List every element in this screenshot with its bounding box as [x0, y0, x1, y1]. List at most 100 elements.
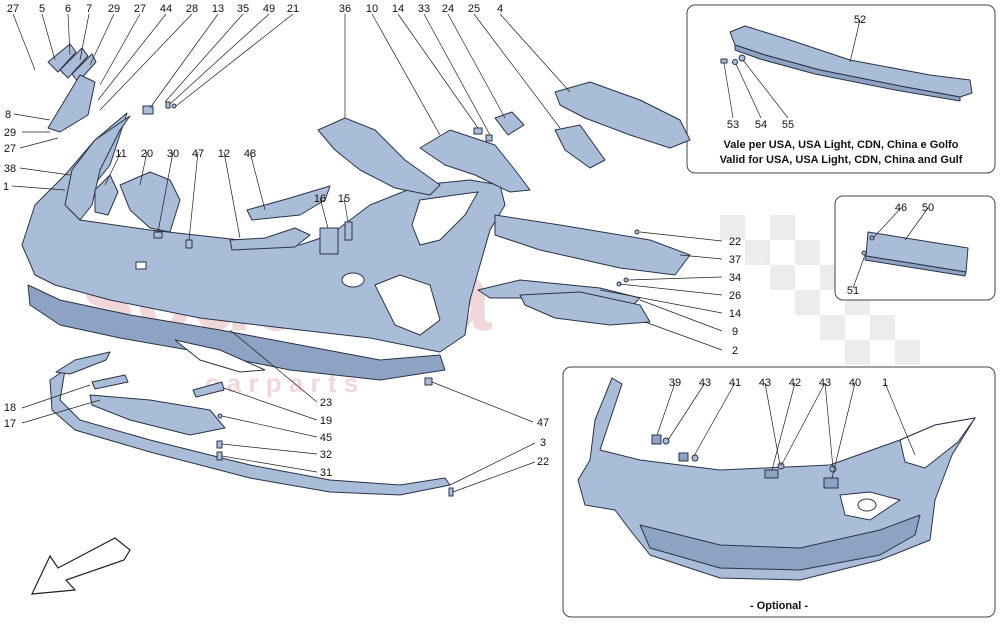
callout-42: 42	[789, 377, 801, 389]
callout-9: 9	[732, 326, 738, 338]
part-53-screw	[720, 58, 728, 64]
callout-33: 33	[418, 3, 430, 15]
part-55-nut	[738, 54, 746, 62]
optional-bumper-body	[577, 377, 976, 581]
callout-2: 2	[732, 345, 738, 357]
plate-panel	[834, 195, 996, 301]
part-46-screw	[869, 235, 875, 241]
part-10-radiator-frame	[419, 129, 531, 193]
callout-20: 20	[141, 148, 153, 160]
callout-10: 10	[366, 3, 378, 15]
callout-40: 40	[849, 377, 861, 389]
part-33-clip	[485, 134, 493, 142]
callout-49: 49	[263, 3, 275, 15]
part-43-nut-a	[662, 437, 670, 445]
callout-23: 23	[320, 397, 332, 409]
callout-30: 30	[167, 148, 179, 160]
usa-variant-panel: Vale per USA, USA Light, CDN, China e Go…	[686, 4, 996, 174]
callout-53: 53	[727, 119, 739, 131]
part-13-clip	[142, 105, 154, 115]
part-12-bracket	[229, 227, 311, 251]
callout-41: 41	[729, 377, 741, 389]
callout-50: 50	[922, 202, 934, 214]
part-30-clip	[153, 231, 163, 239]
callout-27: 27	[7, 3, 19, 15]
callout-36: 36	[339, 3, 351, 15]
optional-fog-lamp	[857, 498, 877, 512]
part-18-trim	[55, 351, 111, 375]
callout-37: 37	[729, 254, 741, 266]
callout-27b: 27	[134, 3, 146, 15]
part-20-duct	[119, 171, 181, 233]
part-39-bracket	[651, 434, 662, 445]
part-19-bracket	[192, 381, 225, 398]
callout-14b: 14	[729, 308, 741, 320]
arrow-down-left-icon	[31, 537, 131, 595]
callout-1b: 1	[882, 377, 888, 389]
callout-38: 38	[4, 163, 16, 175]
callout-1: 1	[3, 181, 9, 193]
part-24-bracket	[494, 111, 525, 136]
callout-13: 13	[212, 3, 224, 15]
callout-44: 44	[160, 3, 172, 15]
part-50-plate-edge	[864, 255, 967, 277]
callout-25: 25	[468, 3, 480, 15]
callout-43c: 43	[819, 377, 831, 389]
callout-15: 15	[338, 193, 350, 205]
callout-4: 4	[497, 3, 503, 15]
part-37-absorber	[494, 214, 691, 276]
part-45-nut	[217, 413, 223, 419]
callout-47: 47	[192, 148, 204, 160]
callout-5: 5	[39, 3, 45, 15]
part-22-screw-upper	[634, 229, 640, 235]
bumper-grille-opening	[374, 274, 441, 336]
optional-caption: - Optional -	[750, 600, 808, 612]
callout-51: 51	[847, 285, 859, 297]
callout-14: 14	[392, 3, 404, 15]
part-47-screw-lower	[424, 377, 433, 386]
callout-48: 48	[244, 148, 256, 160]
bumper-lower-opening	[174, 339, 266, 373]
callout-46: 46	[895, 202, 907, 214]
part-32-screw	[216, 440, 223, 449]
callout-45: 45	[320, 432, 332, 444]
part-16-cover	[319, 227, 339, 255]
bumper-lower-section	[27, 284, 446, 381]
part-41-bracket	[678, 452, 689, 462]
part-22-screw-lower	[448, 487, 454, 497]
callout-3: 3	[540, 437, 546, 449]
callout-6: 6	[65, 3, 71, 15]
part-52-reinforcement-edge	[734, 44, 961, 102]
part-36-duct	[317, 117, 441, 196]
callout-18: 18	[4, 402, 16, 414]
part-17-lower-spoiler	[89, 394, 226, 436]
main-bumper-assembly	[21, 112, 506, 381]
optional-panel: - Optional -	[562, 366, 996, 618]
part-21-nut	[171, 103, 177, 109]
callout-27c: 27	[4, 143, 16, 155]
part-5-trim	[47, 43, 77, 73]
callout-24: 24	[442, 3, 454, 15]
usa-caption-en: Valid for USA, USA Light, CDN, China and…	[720, 154, 963, 166]
part-4-reinforcement	[554, 81, 691, 149]
callout-7: 7	[86, 3, 92, 15]
part-2-grille	[519, 291, 651, 326]
part-14-clip-upper	[473, 127, 483, 135]
callout-28: 28	[186, 3, 198, 15]
callout-12: 12	[218, 148, 230, 160]
callout-52: 52	[854, 14, 866, 26]
part-51-screw	[861, 250, 867, 256]
callout-11: 11	[115, 148, 126, 160]
callout-43b: 43	[759, 377, 771, 389]
usa-caption-it: Vale per USA, USA Light, CDN, China e Go…	[724, 139, 959, 151]
upper-parts	[47, 43, 691, 255]
part-18-bracket	[91, 374, 129, 390]
part-42-bracket	[764, 469, 779, 479]
checkered-flag-watermark	[720, 215, 920, 365]
part-43-nut-b	[691, 454, 699, 462]
part-7-trim	[71, 53, 97, 83]
callout-34: 34	[729, 272, 741, 284]
part-15-pin	[344, 221, 353, 241]
callout-43a: 43	[699, 377, 711, 389]
